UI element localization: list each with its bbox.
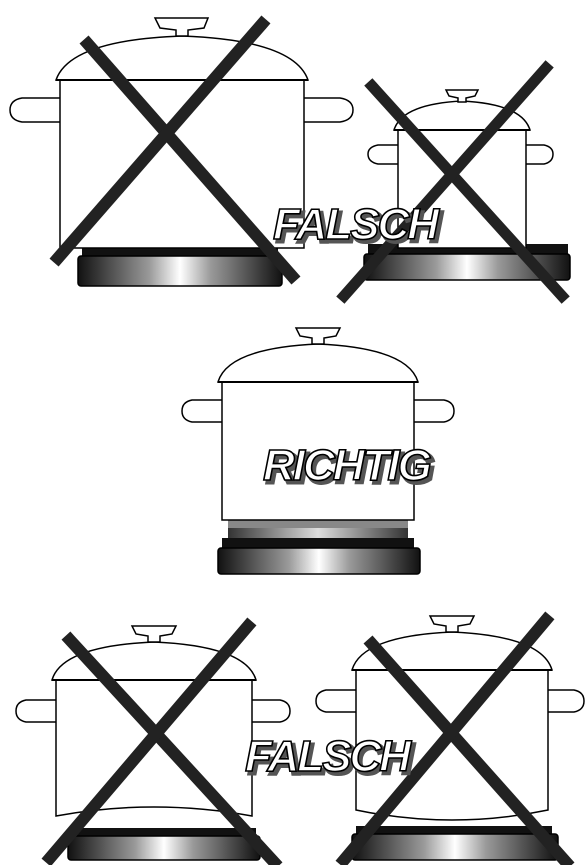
label-richtig: RICHTIG RICHTIG xyxy=(263,441,434,493)
pot-handle-right xyxy=(303,98,353,122)
lid-knob xyxy=(132,626,176,642)
pot-lid xyxy=(218,344,418,382)
burner-middle xyxy=(218,520,420,574)
pot-small-top-right xyxy=(344,68,570,296)
pot-body xyxy=(56,678,252,816)
burner-top-left xyxy=(78,244,282,286)
label-richtig-text: RICHTIG xyxy=(263,441,431,490)
lid-knob xyxy=(155,18,208,36)
lid-knob xyxy=(430,616,474,632)
pot-handle-right xyxy=(524,145,553,164)
label-falsch-bottom-text: FALSCH xyxy=(245,732,412,781)
burner-bottom-left xyxy=(68,828,260,860)
pot-handle-left xyxy=(182,400,224,422)
pot-handle-right xyxy=(412,400,454,422)
pot-handle-right xyxy=(250,700,290,722)
pot-handle-right xyxy=(546,690,584,712)
label-falsch-top: FALSCH FALSCH xyxy=(273,200,443,252)
pot-handle-left xyxy=(16,700,58,722)
pot-handle-left xyxy=(316,690,358,712)
label-falsch-top-text: FALSCH xyxy=(273,200,440,249)
label-falsch-bottom: FALSCH FALSCH xyxy=(245,732,415,784)
lid-knob xyxy=(296,328,340,344)
burner-bottom-right xyxy=(352,826,558,860)
pot-handle-left xyxy=(368,145,400,164)
lid-knob xyxy=(446,90,478,102)
pot-handle-left xyxy=(10,98,62,122)
